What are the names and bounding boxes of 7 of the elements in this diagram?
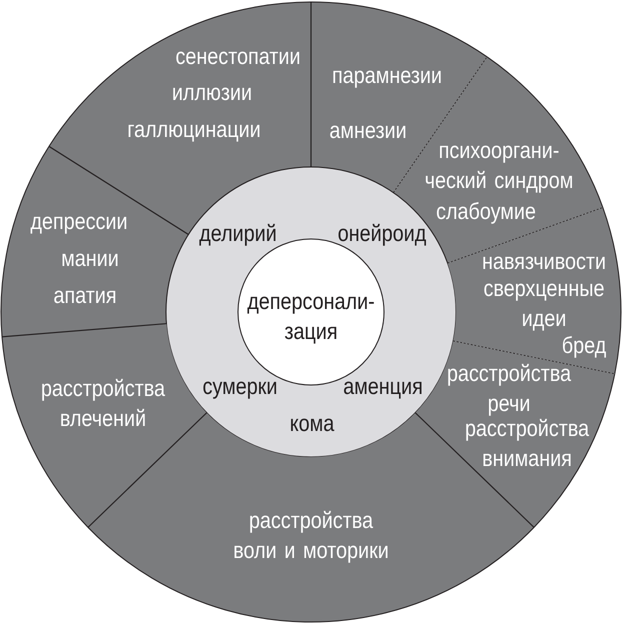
node-label: сенестопатии: [176, 52, 300, 64]
node-label: иллюзии: [173, 88, 251, 100]
node-label: галлюцинации: [128, 124, 260, 142]
node-label: апатия: [54, 290, 116, 304]
node-label: мании: [62, 254, 118, 266]
node-label: расстройства воли и моторики: [234, 510, 388, 563]
ring-sector: депрессии мании апатия: [0, 146, 188, 338]
